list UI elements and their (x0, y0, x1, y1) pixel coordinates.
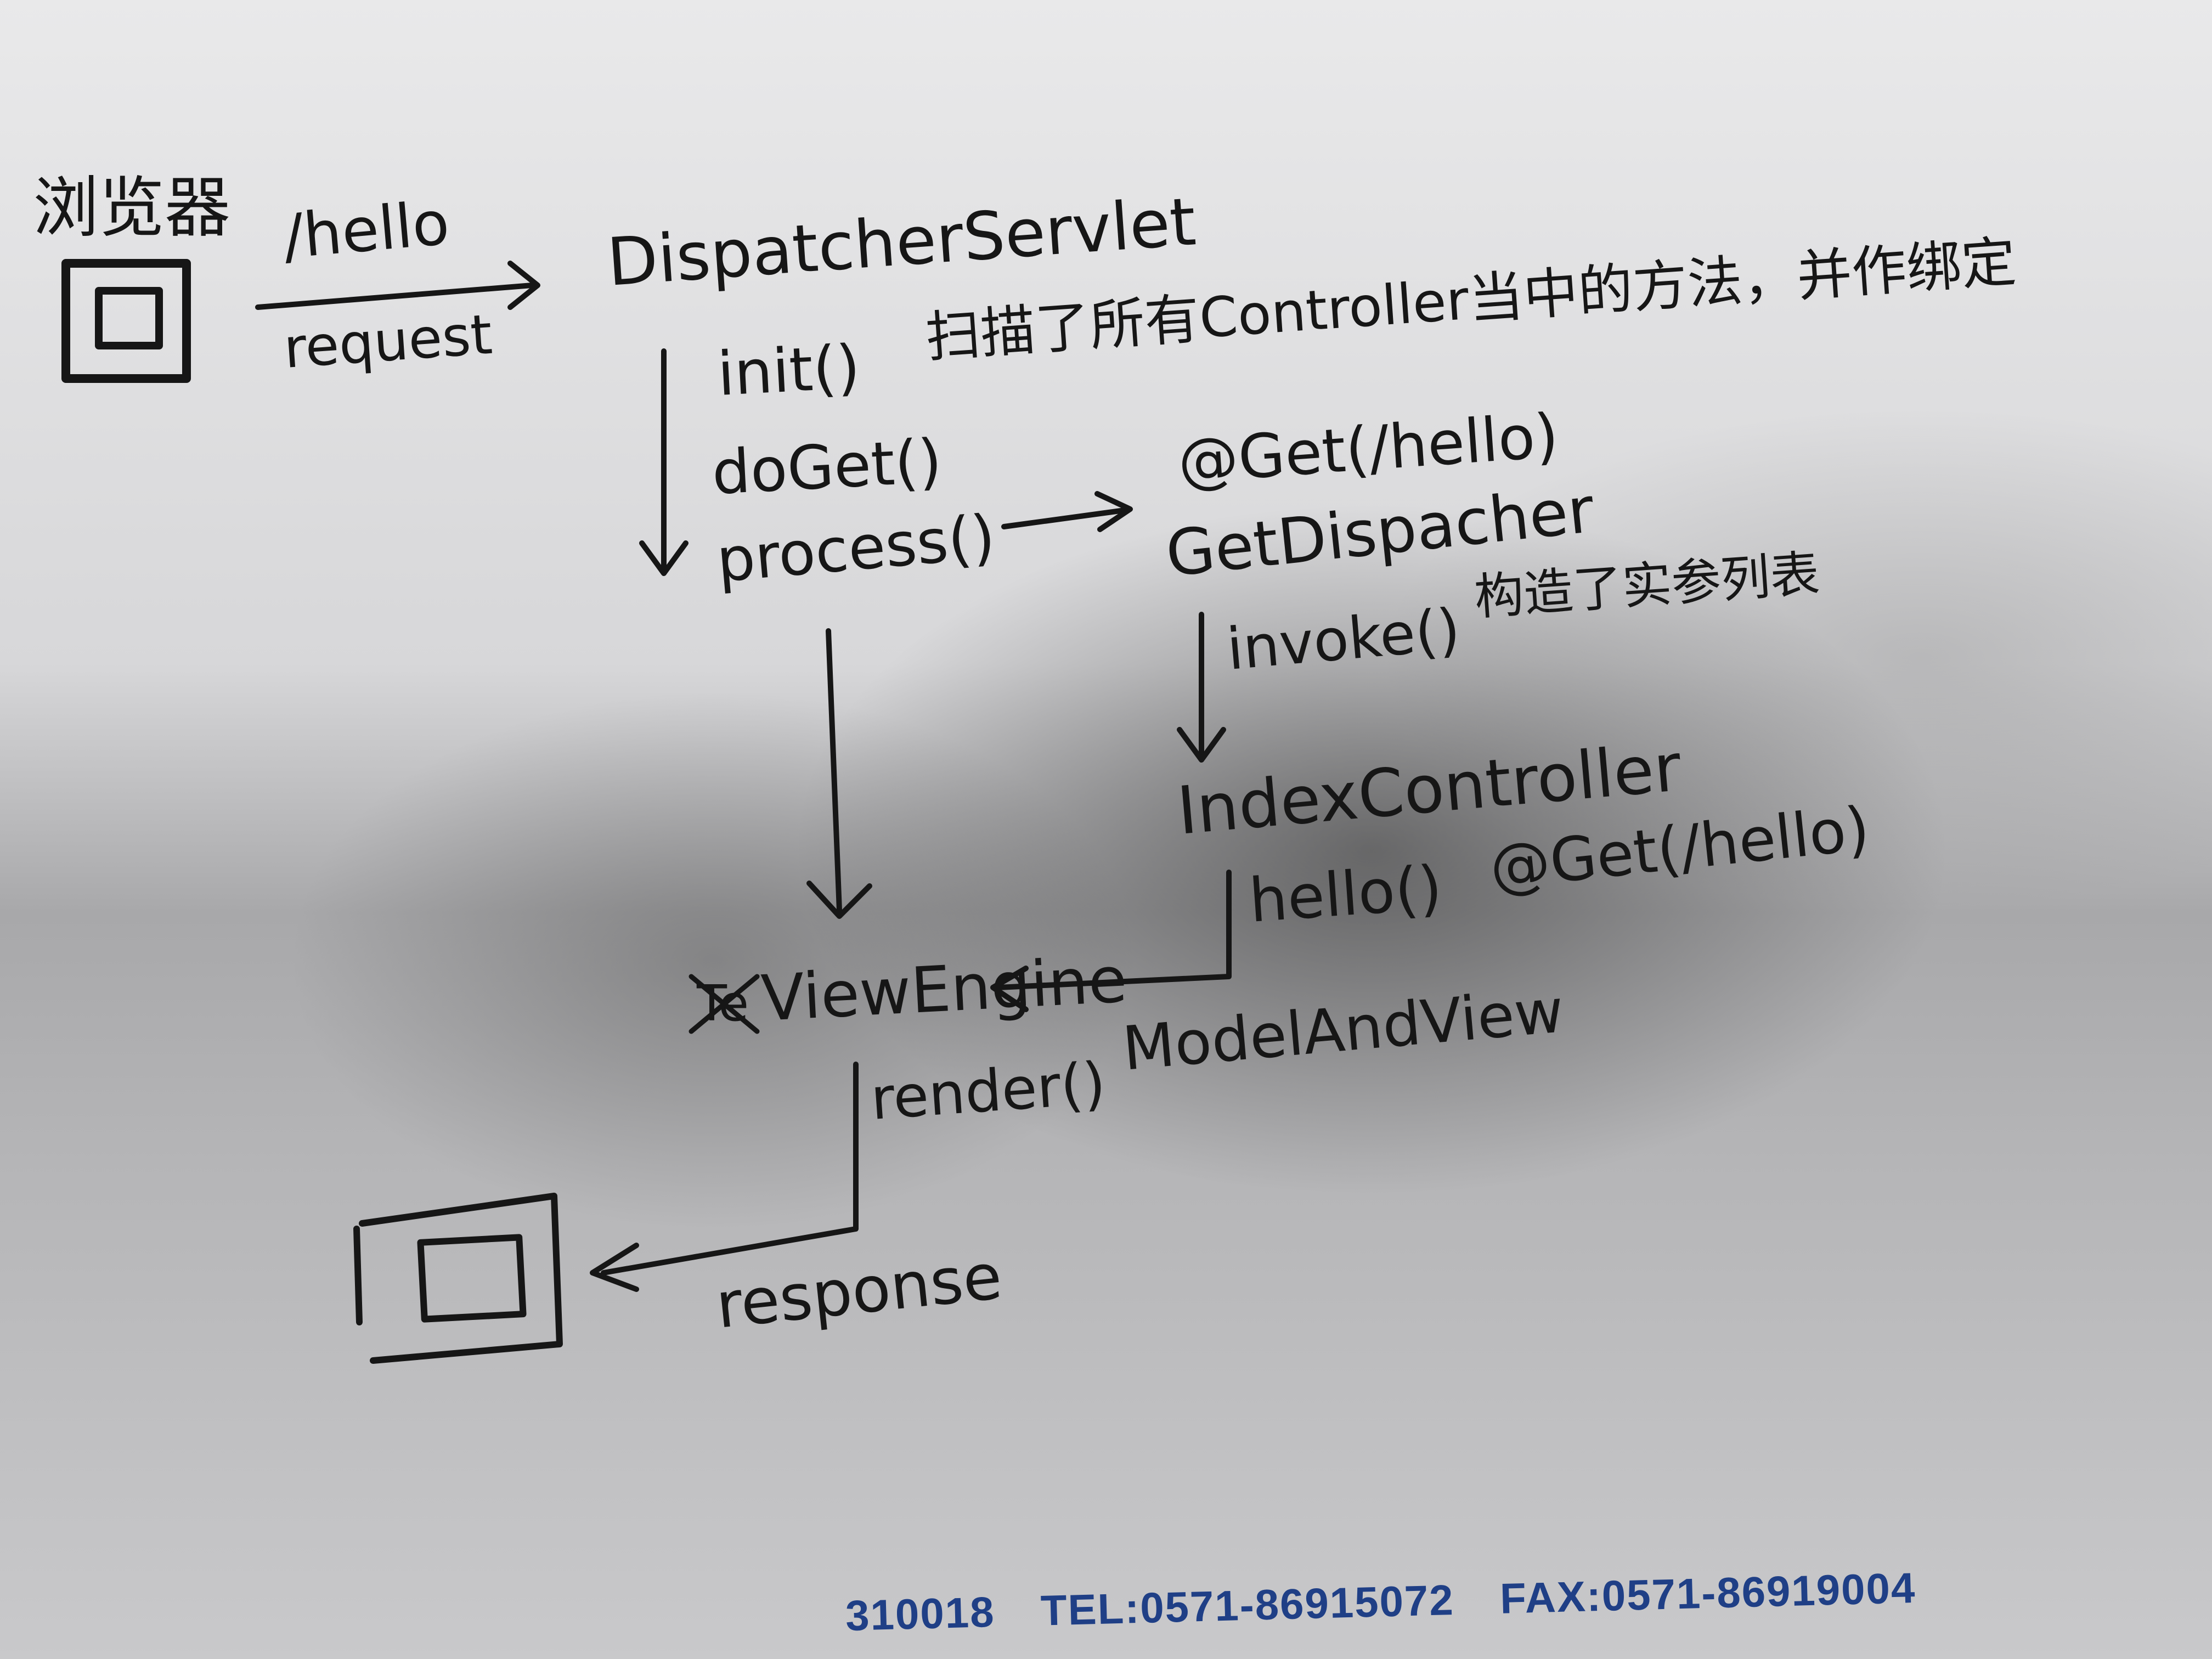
footer-fax: FAX:0571-86919004 (1499, 1563, 1917, 1623)
response-monitor-icon (353, 1193, 563, 1364)
process-down-arrow (826, 628, 842, 913)
request-label: request (282, 302, 494, 381)
invoke-note: 构造了实参列表 (1472, 545, 1821, 627)
init-method: init() (716, 332, 862, 409)
response-label: response (713, 1240, 1005, 1343)
process-to-dispatcher-arrowhead (1094, 491, 1133, 532)
doget-method: doGet() (710, 426, 944, 508)
footer-postal: 310018 (845, 1587, 996, 1640)
process-method: process() (714, 501, 998, 596)
request-arrowhead (507, 261, 540, 310)
view-engine-label: ViewEngine (759, 943, 1128, 1036)
invoke-method: invoke() (1224, 596, 1463, 683)
hello-path-label: /hello (280, 188, 452, 272)
process-to-dispatcher-arrow (1001, 507, 1127, 529)
browser-icon (61, 259, 191, 383)
dispatcher-servlet-label: DispatcherServlet (605, 184, 1198, 301)
request-arrow (255, 283, 535, 310)
browser-label: 浏览器 (33, 170, 230, 246)
invoke-arrowhead (1177, 727, 1226, 763)
model-and-view-label: ModelAndView (1120, 975, 1566, 1084)
servlet-flow-arrowhead (639, 540, 689, 576)
process-down-arrowhead (806, 881, 872, 919)
crossed-out-mark: Te (689, 974, 760, 1034)
render-to-response-arrowhead (590, 1243, 639, 1292)
controller-to-view-arrowhead (990, 966, 1029, 1012)
render-method: render() (868, 1049, 1108, 1133)
hello-method: hello() (1247, 853, 1444, 936)
footer-tel: TEL:0571-86915072 (1040, 1575, 1455, 1635)
controller-to-view-arrow (996, 870, 1232, 990)
render-to-response-arrow (601, 1062, 859, 1276)
